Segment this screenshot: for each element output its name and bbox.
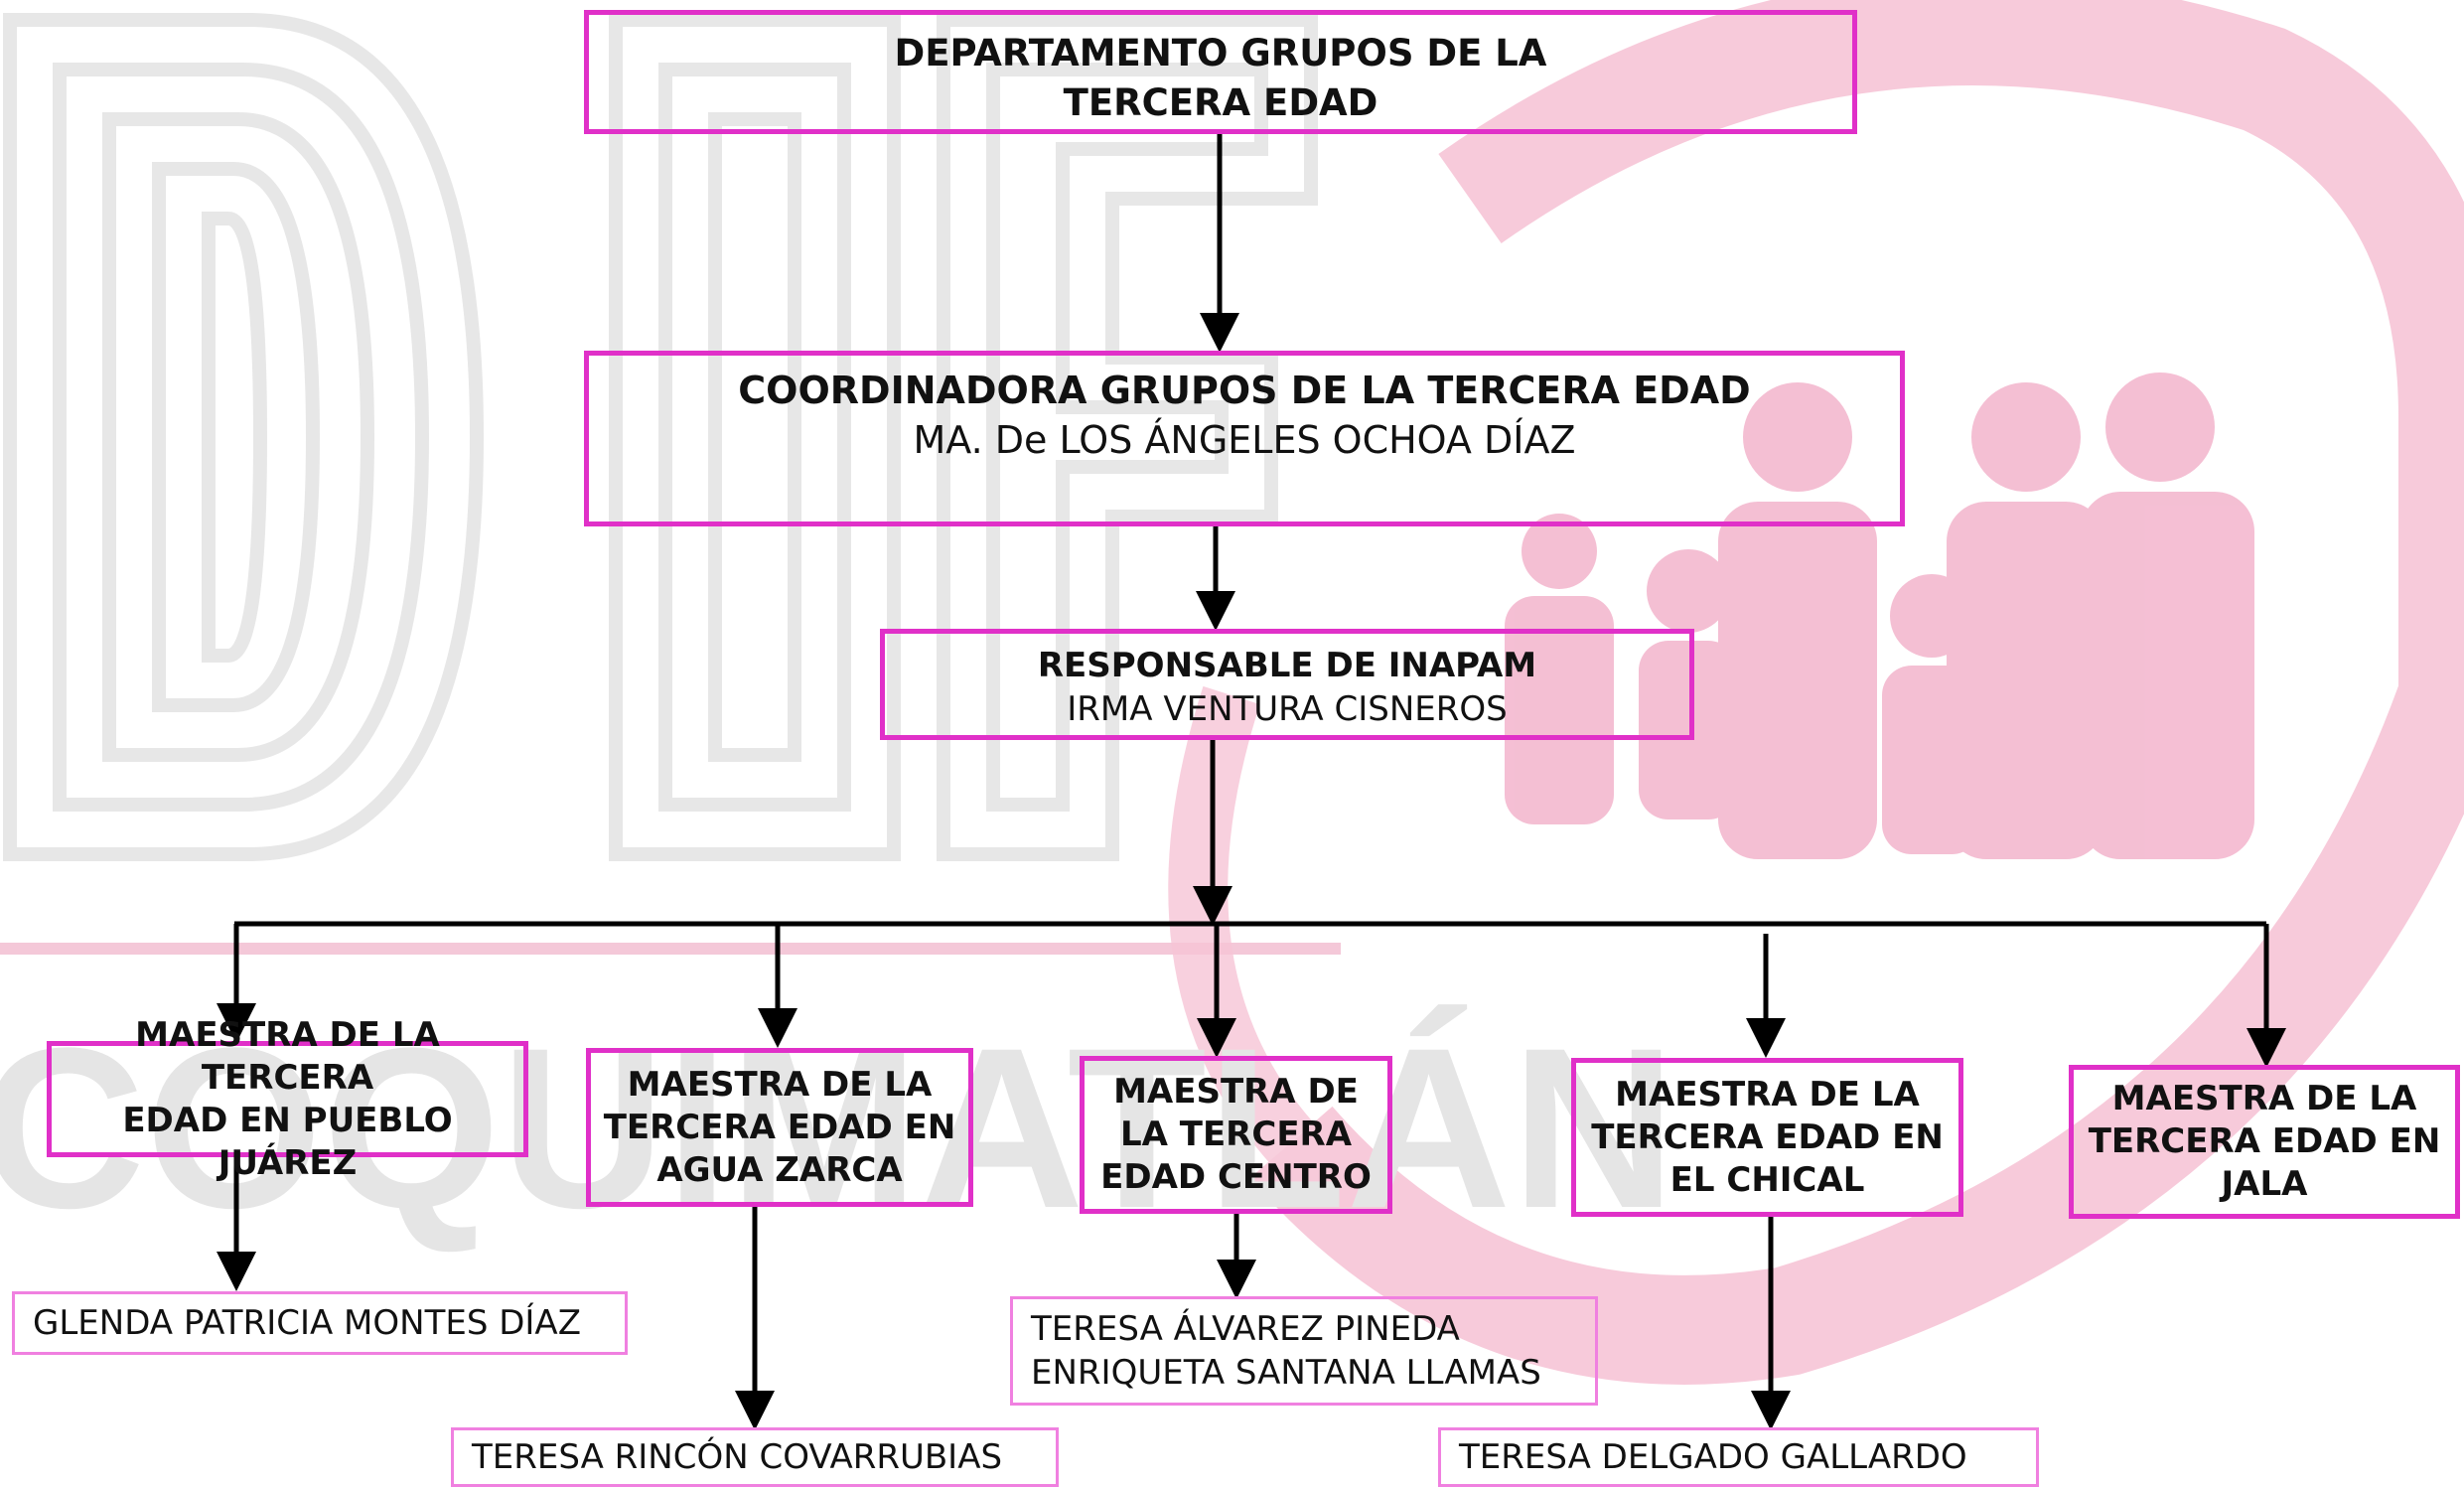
teacher-box-pueblo-juarez: MAESTRA DE LA TERCERA EDAD EN PUEBLO JUÁ… [47, 1015, 528, 1183]
teacher-box-centro: MAESTRA DE LA TERCERA EDAD CENTRO [1080, 1056, 1392, 1214]
watermark-letter-f [937, 13, 1318, 861]
teacher-3-name-1: TERESA ÁLVAREZ PINEDA [1031, 1309, 1460, 1349]
teacher-2-name: TERESA RINCÓN COVARRUBIAS [472, 1437, 1003, 1477]
teacher-1-line-2: EDAD EN PUEBLO JUÁREZ [122, 1100, 453, 1183]
teacher-3-line-3: EDAD CENTRO [1100, 1157, 1372, 1197]
teacher-5-line-2: TERCERA EDAD EN [2088, 1121, 2441, 1161]
teacher-2-line-1: MAESTRA DE LA [627, 1064, 933, 1105]
teacher-5-line-1: MAESTRA DE LA [2111, 1079, 2417, 1118]
teacher-5-line-3: JALA [2221, 1164, 2308, 1204]
teacher-2-line-2: TERCERA EDAD EN [603, 1107, 956, 1147]
department-title-line-2: TERCERA EDAD [1063, 81, 1378, 124]
teacher-name-box-pueblo-juarez: GLENDA PATRICIA MONTES DÍAZ [12, 1291, 628, 1355]
teacher-box-agua-zarca: MAESTRA DE LA TERCERA EDAD EN AGUA ZARCA [586, 1048, 973, 1207]
teacher-4-line-2: TERCERA EDAD EN [1591, 1116, 1944, 1157]
teacher-2-line-3: AGUA ZARCA [656, 1149, 903, 1190]
watermark-letter-i [609, 13, 901, 861]
coordinator-box: COORDINADORA GRUPOS DE LA TERCERA EDAD M… [584, 351, 1905, 526]
teacher-3-name-2: ENRIQUETA SANTANA LLAMAS [1031, 1353, 1541, 1393]
department-box: DEPARTAMENTO GRUPOS DE LA TERCERA EDAD [584, 10, 1857, 134]
teacher-4-line-1: MAESTRA DE LA [1615, 1074, 1920, 1115]
teacher-1-line-1: MAESTRA DE LA TERCERA [135, 1014, 440, 1098]
teacher-4-name: TERESA DELGADO GALLARDO [1459, 1437, 1967, 1477]
teacher-name-box-agua-zarca: TERESA RINCÓN COVARRUBIAS [451, 1427, 1059, 1487]
teacher-box-jala: MAESTRA DE LA TERCERA EDAD EN JALA [2069, 1065, 2460, 1219]
teacher-4-line-3: EL CHICAL [1669, 1159, 1865, 1200]
teacher-name-box-el-chical: TERESA DELGADO GALLARDO [1438, 1427, 2039, 1487]
department-title-line-1: DEPARTAMENTO GRUPOS DE LA [894, 32, 1547, 74]
watermark-letter-d [3, 13, 485, 861]
coordinator-name: MA. De LOS ÁNGELES OCHOA DÍAZ [913, 418, 1576, 462]
teacher-3-line-1: MAESTRA DE [1113, 1072, 1359, 1112]
teacher-3-line-2: LA TERCERA [1119, 1115, 1353, 1154]
teacher-1-name: GLENDA PATRICIA MONTES DÍAZ [33, 1303, 581, 1343]
teacher-box-el-chical: MAESTRA DE LA TERCERA EDAD EN EL CHICAL [1571, 1058, 1963, 1217]
teacher-name-box-centro: TERESA ÁLVAREZ PINEDA ENRIQUETA SANTANA … [1010, 1296, 1598, 1406]
coordinator-title: COORDINADORA GRUPOS DE LA TERCERA EDAD [738, 369, 1751, 412]
inapam-title: RESPONSABLE DE INAPAM [1037, 646, 1537, 685]
inapam-box: RESPONSABLE DE INAPAM IRMA VENTURA CISNE… [880, 629, 1694, 740]
inapam-name: IRMA VENTURA CISNEROS [1067, 689, 1508, 729]
